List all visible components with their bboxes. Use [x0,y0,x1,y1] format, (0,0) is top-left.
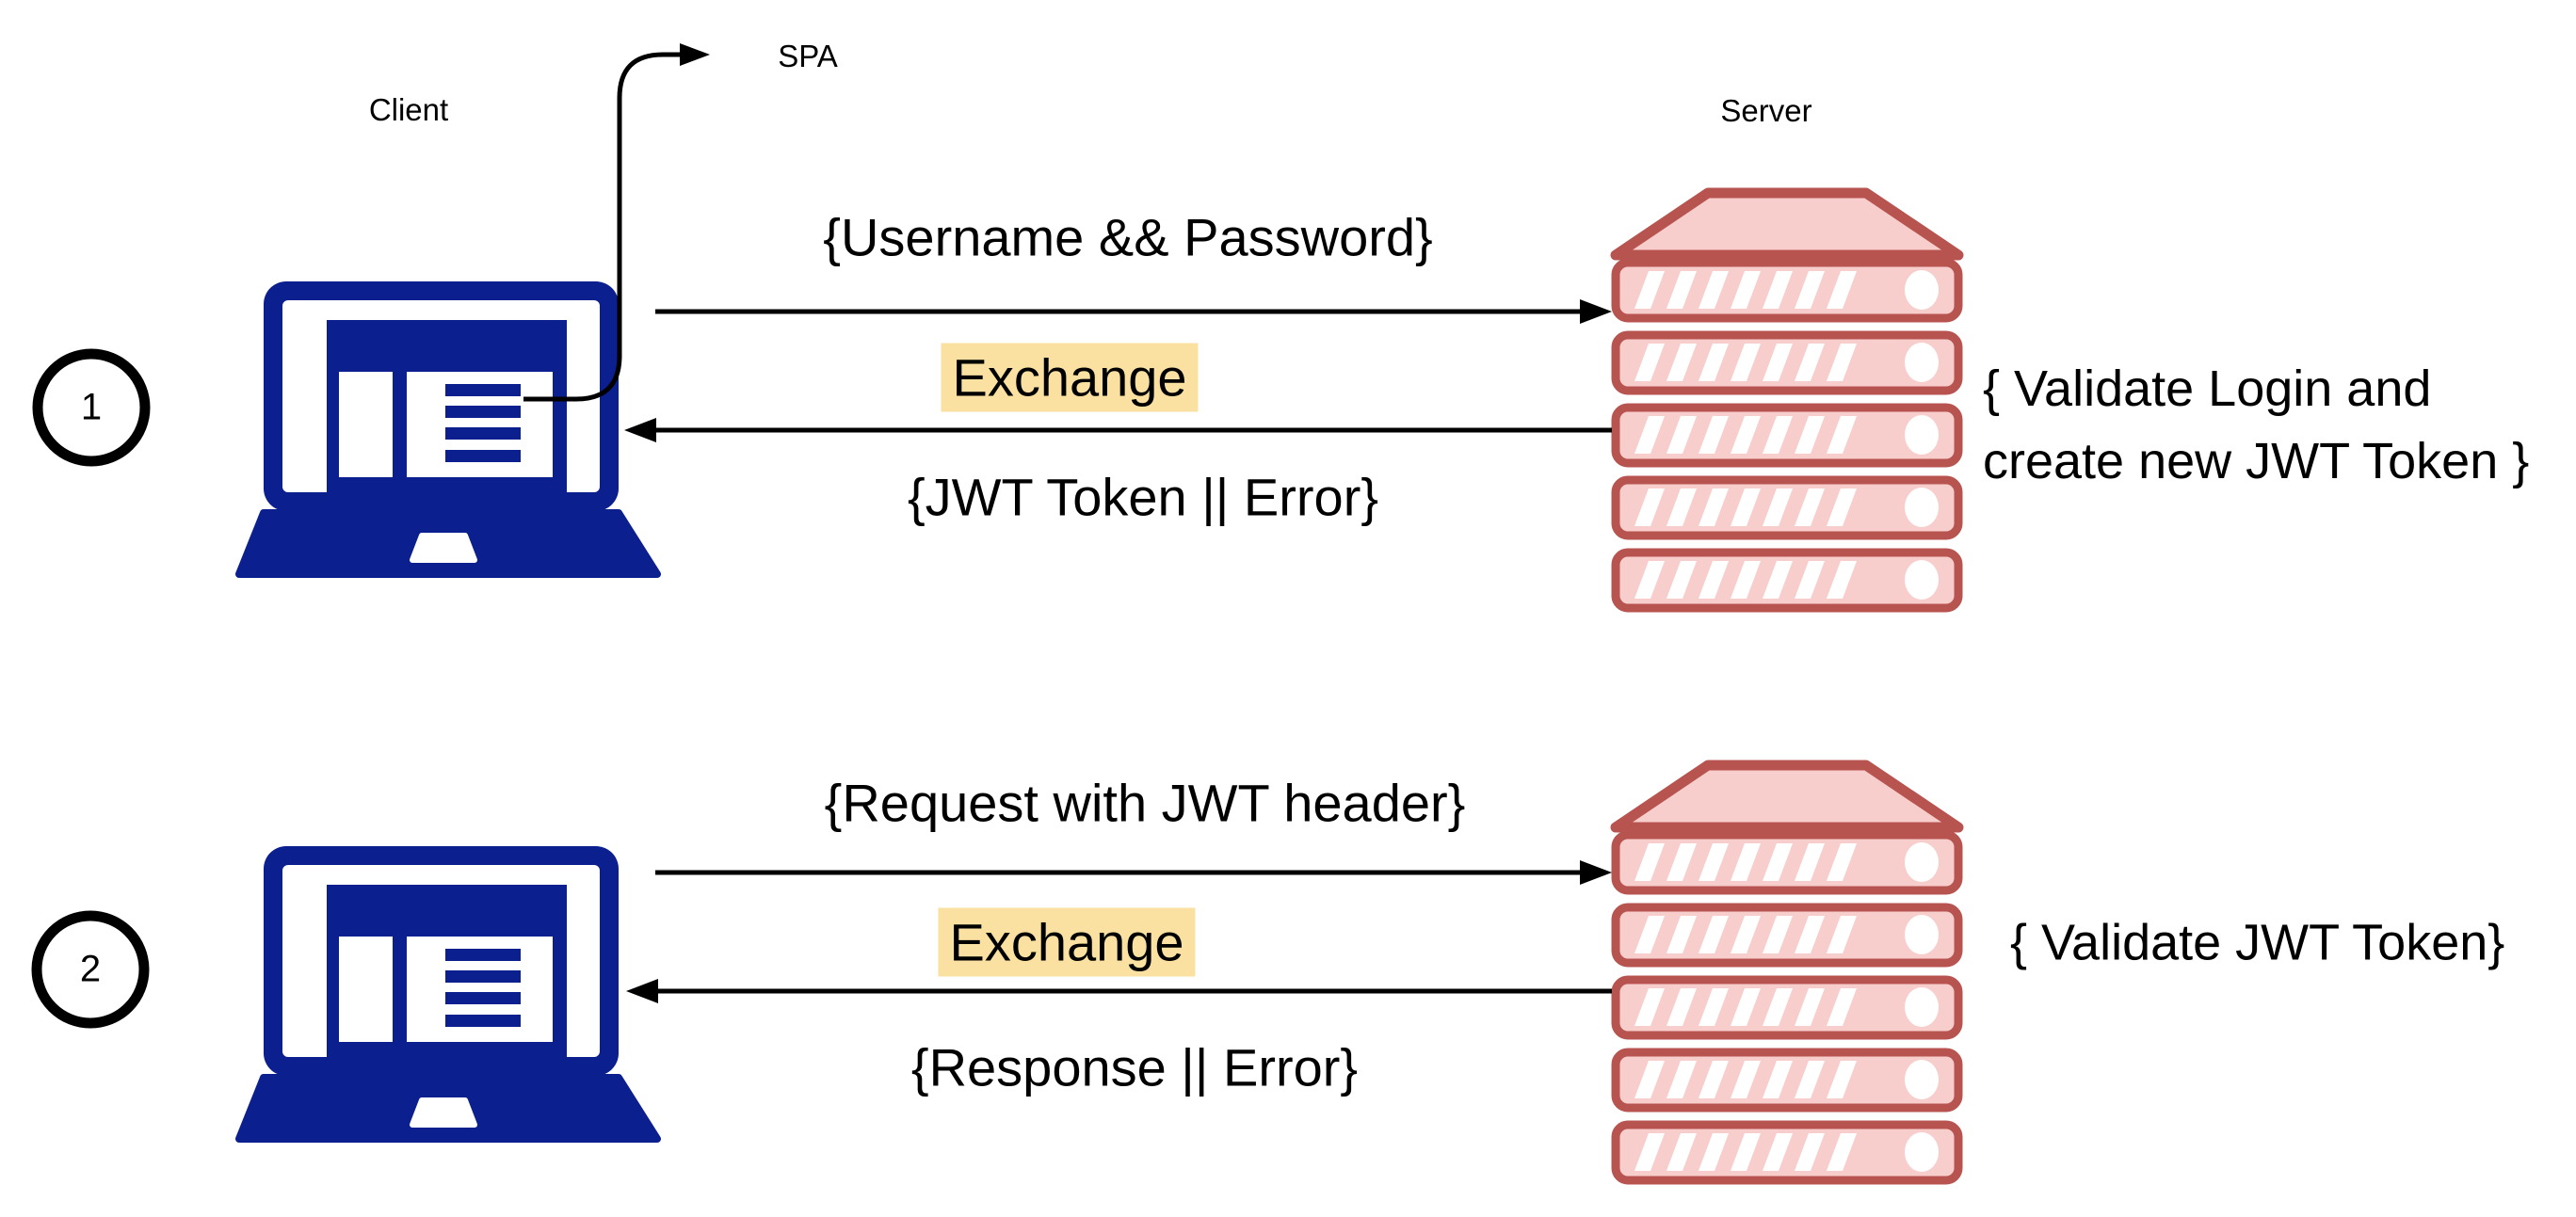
server-rack-icon [1616,193,1958,608]
response-message: {Response || Error} [910,1037,1359,1097]
numbered-circle-icon [31,910,150,1029]
arrow-left-icon [626,979,1612,1003]
numbered-circle-icon [32,348,151,467]
server-note-line: { Validate JWT Token} [2010,914,2505,971]
response-message: {JWT Token || Error} [907,467,1379,527]
arrow-right-icon [655,299,1612,324]
server-note-line: create new JWT Token } [1983,433,2530,489]
server-note: { Validate Login and create new JWT Toke… [1983,353,2529,498]
client-label: Client [368,92,449,127]
arrow-left-icon [624,418,1612,442]
laptop-icon [239,281,657,574]
request-message: {Request with JWT header} [824,773,1466,833]
curved-arrow-icon [523,43,710,402]
server-note: { Validate JWT Token} [2010,907,2504,980]
request-message: {Username && Password} [823,207,1433,267]
server-rack-icon [1616,765,1958,1180]
server-label: Server [1720,93,1812,128]
arrow-right-icon [655,860,1612,885]
laptop-icon [239,846,657,1139]
exchange-badge: Exchange [941,343,1199,412]
step-number: 2 [79,948,102,990]
spa-label: SPA [778,39,838,73]
server-note-line: { Validate Login and [1983,360,2432,417]
exchange-badge: Exchange [938,907,1196,977]
step-number: 1 [80,386,103,428]
